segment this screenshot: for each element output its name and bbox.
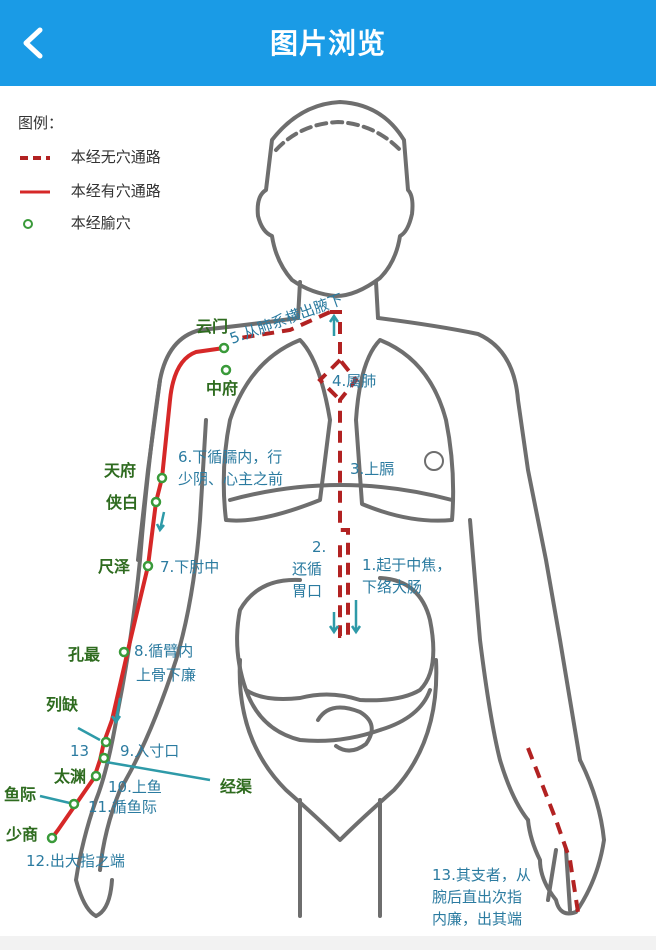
acupoint-taiyuan-marker bbox=[92, 772, 100, 780]
step-2-label-line1: 2. bbox=[312, 538, 326, 556]
acupoint-yunmen-marker bbox=[220, 344, 228, 352]
acupoint-lieque-marker bbox=[102, 738, 110, 746]
legend-item-circle-label: 本经腧穴 bbox=[71, 214, 131, 232]
acupoint-label-yuji: 鱼际 bbox=[4, 785, 36, 804]
acupoint-label-xiabai: 侠白 bbox=[106, 493, 138, 512]
acupoint-tianfu-marker bbox=[158, 474, 166, 482]
legend-item-solid: 本经有穴通路 bbox=[18, 180, 161, 201]
acupoint-label-yunmen: 云门 bbox=[196, 317, 228, 336]
acupoint-jingqu-marker bbox=[100, 754, 108, 762]
step-8-label-line1: 8.循臂内 bbox=[134, 642, 193, 660]
legend-item-solid-label: 本经有穴通路 bbox=[71, 182, 161, 200]
step-1-label-line2: 下络大肠 bbox=[362, 578, 422, 596]
step-8-label-line2: 上骨下廉 bbox=[136, 666, 196, 684]
step-13-number: 13 bbox=[70, 742, 89, 760]
acupoint-label-taiyuan: 太渊 bbox=[53, 767, 86, 786]
acupoint-shaoshang-marker bbox=[48, 834, 56, 842]
acupoint-yuji-marker bbox=[70, 800, 78, 808]
acupoint-circle-icon bbox=[18, 217, 52, 231]
legend-title: 图例： bbox=[18, 112, 63, 133]
step-5-label: 5.从肺系横出腋下 bbox=[227, 290, 345, 348]
solid-line-icon bbox=[18, 187, 52, 197]
step-13-label-line3: 内廉，出其端 bbox=[432, 910, 522, 928]
dashed-line-icon bbox=[18, 153, 52, 163]
step-10-label: 10.上鱼 bbox=[108, 778, 162, 796]
step-7-label: 7.下肘中 bbox=[160, 558, 219, 576]
acupoint-label-chize: 尺泽 bbox=[98, 557, 130, 576]
step-11-label: 11.循鱼际 bbox=[88, 798, 157, 816]
bottom-strip bbox=[0, 936, 656, 950]
acupoint-chize-marker bbox=[144, 562, 152, 570]
step-2-label-line2: 还循 bbox=[292, 560, 322, 578]
acupoint-kongzui-marker bbox=[120, 648, 128, 656]
step-6-label-line2: 少阴、心主之前 bbox=[178, 470, 283, 488]
legend-item-dashed: 本经无穴通路 bbox=[18, 146, 161, 167]
step-2-label-line3: 胃口 bbox=[292, 582, 322, 600]
acupoint-label-zhongfu: 中府 bbox=[206, 379, 238, 398]
acupoint-xiabai-marker bbox=[152, 498, 160, 506]
acupoint-label-tianfu: 天府 bbox=[104, 461, 136, 480]
acupoint-label-kongzui: 孔最 bbox=[68, 645, 101, 664]
step-1-label-line1: 1.起于中焦， bbox=[362, 556, 451, 574]
step-13-label-line2: 腕后直出次指 bbox=[432, 888, 522, 906]
step-4-label: 4.属肺 bbox=[332, 372, 376, 390]
step-3-label: 3.上膈 bbox=[350, 460, 394, 478]
legend-item-circle: 本经腧穴 bbox=[18, 212, 131, 233]
step-9-label: 9.入寸口 bbox=[120, 742, 179, 760]
step-13-label-line1: 13.其支者，从 bbox=[432, 866, 531, 884]
acupoint-label-jingqu: 经渠 bbox=[220, 777, 253, 796]
acupoint-zhongfu-marker bbox=[222, 366, 230, 374]
step-6-label-line1: 6.下循臑内，行 bbox=[178, 448, 282, 466]
legend-item-dashed-label: 本经无穴通路 bbox=[71, 148, 161, 166]
step-12-label: 12.出大指之端 bbox=[26, 852, 125, 870]
acupoint-label-shaoshang: 少商 bbox=[5, 825, 38, 844]
acupoint-label-lieque: 列缺 bbox=[46, 695, 79, 714]
